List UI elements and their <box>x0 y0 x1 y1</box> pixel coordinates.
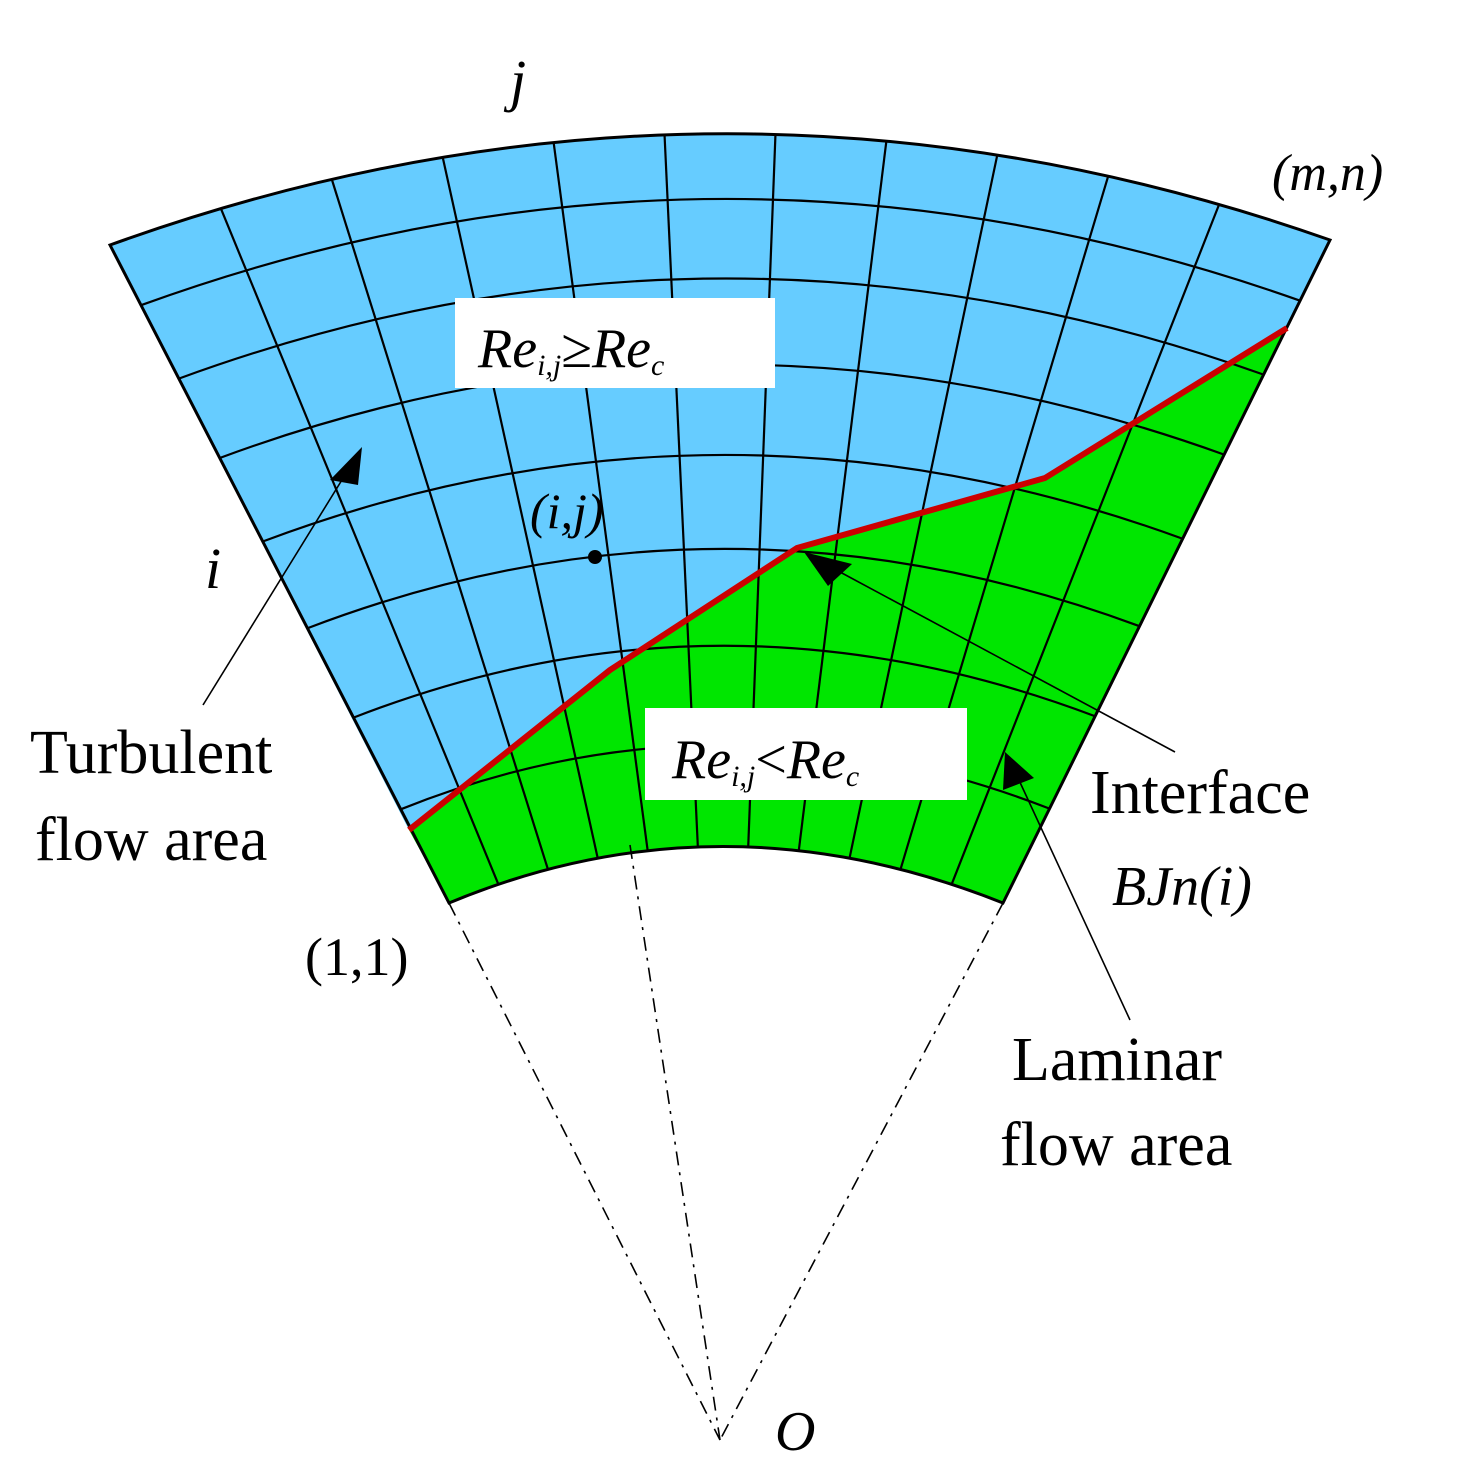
laminar-flow-region <box>409 328 1287 903</box>
laminar-arrowhead <box>1003 752 1034 790</box>
grid-arc-line <box>140 197 1301 307</box>
laminar-condition-formula: Rei,j<Rec <box>671 729 859 793</box>
dashed-line-left <box>448 902 721 1441</box>
lam-re2-sub: c <box>846 760 859 793</box>
laminar-label-line2: flow area <box>1000 1111 1232 1179</box>
grid-arc-line <box>353 644 1096 719</box>
turb-re: Re <box>477 318 537 380</box>
grid-arc-line <box>307 547 1140 630</box>
grid-arc-line <box>262 453 1184 543</box>
sector-outline <box>107 132 1333 905</box>
lam-re-sub: i,j <box>731 760 755 793</box>
lam-op: < <box>755 729 787 791</box>
turbulent-arrowhead <box>330 447 362 485</box>
grid-arc-line <box>178 277 1264 380</box>
turb-re-sub: i,j <box>537 349 561 382</box>
laminar-pointer-line <box>1017 777 1131 1021</box>
j-axis-label: j <box>503 48 526 113</box>
interface-label-line1: Interface <box>1090 759 1310 827</box>
origin-dashed-lines <box>448 844 1004 1441</box>
lam-re2: Re <box>786 729 846 791</box>
mesh-grid-lines <box>140 134 1301 885</box>
lam-re: Re <box>671 729 731 791</box>
turb-re2: Re <box>591 318 651 380</box>
turbulent-label-line1: Turbulent <box>30 719 272 787</box>
i-axis-label: i <box>205 536 221 601</box>
cell-label-ij: (i,j) <box>530 483 604 539</box>
interface-arrowhead <box>804 552 852 586</box>
turbulent-condition-formula: Rei,j≥Rec <box>477 318 664 382</box>
laminar-label-line1: Laminar <box>1012 1026 1222 1094</box>
corner-label-11: (1,1) <box>305 927 408 987</box>
origin-label: O <box>775 1401 815 1463</box>
corner-label-mn: (m,n) <box>1272 145 1383 202</box>
turbulent-label-line2: flow area <box>35 806 267 874</box>
interface-line <box>407 325 1289 833</box>
dashed-line-middle <box>629 844 721 1441</box>
interface-label-line2: BJn(i) <box>1112 856 1252 918</box>
laminar-condition-box <box>645 708 967 800</box>
turb-re2-sub: c <box>651 349 664 382</box>
pointer-lines <box>202 474 1176 1021</box>
turbulent-pointer-line <box>202 474 346 706</box>
grid-radial-line <box>552 142 649 851</box>
turbulent-condition-box <box>455 298 775 388</box>
interface-pointer-line <box>839 571 1176 753</box>
grid-radial-line <box>219 208 500 885</box>
cell-point-ij <box>588 550 602 564</box>
turb-op: ≥ <box>561 318 592 380</box>
grid-radial-line <box>330 179 549 870</box>
grid-radial-line <box>950 204 1221 885</box>
dashed-line-right <box>719 902 1004 1441</box>
grid-radial-line <box>441 157 599 859</box>
